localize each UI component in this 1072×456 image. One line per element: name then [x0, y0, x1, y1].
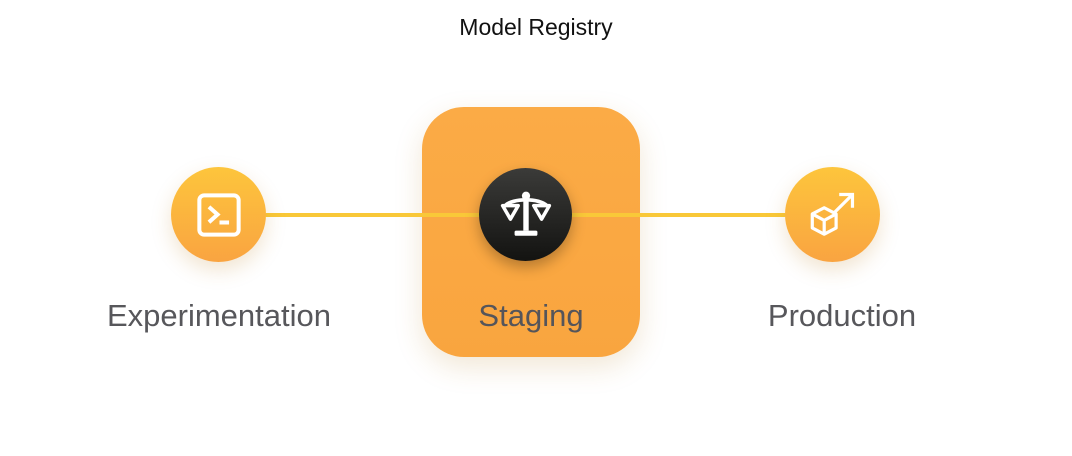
node-production [785, 167, 880, 262]
balance-scale-icon [499, 188, 553, 242]
model-registry-title: Model Registry [459, 14, 613, 40]
terminal-icon [196, 192, 242, 238]
cube-arrow-icon [804, 186, 862, 244]
label-staging: Staging [478, 298, 584, 333]
label-production: Production [767, 298, 917, 333]
node-experimentation [171, 167, 266, 262]
label-experimentation: Experimentation [106, 298, 332, 333]
staging-badge [479, 168, 572, 261]
